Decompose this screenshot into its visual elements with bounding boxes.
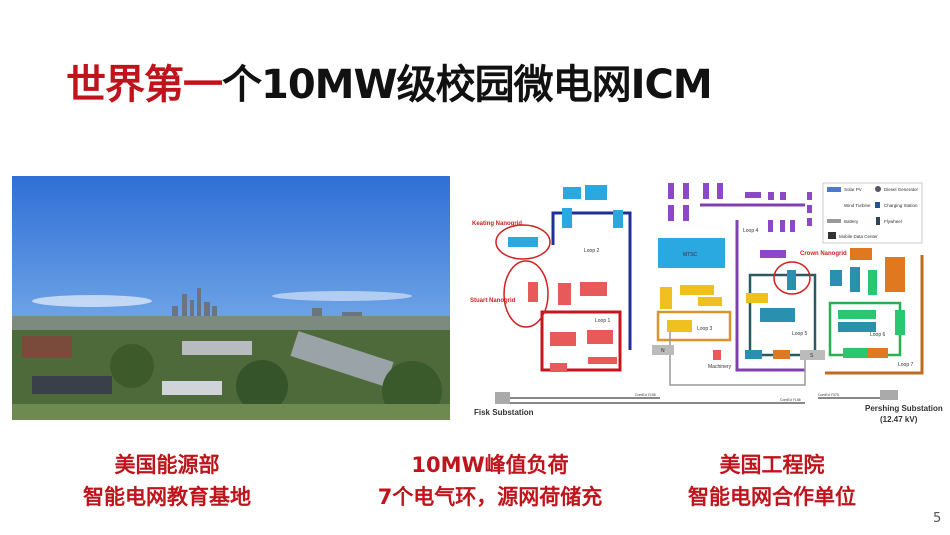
legend-flywheel: Flywheel — [884, 219, 902, 224]
pershing-substation-icon — [880, 390, 898, 400]
microgrid-diagram: Solar PV Diesel Generator Wind Turbine C… — [470, 170, 950, 428]
fisk-substation-label: Fisk Substation — [474, 408, 534, 417]
caption-doe-line2: 智能电网教育基地 — [83, 485, 251, 509]
mtsc-building — [658, 238, 725, 268]
loop-3-line — [656, 310, 732, 342]
loop-6-buildings — [838, 270, 905, 358]
loop-4-line — [700, 203, 805, 372]
title-highlight: 世界第一 — [66, 62, 223, 108]
loop-2-line — [551, 211, 632, 350]
feeder-label-1: ComEd Y156 — [635, 393, 656, 397]
page-number: 5 — [933, 511, 942, 526]
caption-peak-load-line1: 10MW峰值负荷 — [411, 453, 569, 477]
feeder-label-2: ComEd Y156 — [780, 398, 801, 402]
keating-nanogrid-label: Keating Nanogrid — [472, 221, 522, 227]
loop-4-label: Loop 4 — [743, 228, 759, 234]
loop-1-buildings — [528, 282, 721, 372]
loop-2-label: Loop 2 — [584, 248, 600, 254]
legend-mobile-data-center: Mobile Data Center — [839, 234, 878, 239]
loop-2-buildings — [508, 185, 623, 247]
south-switch — [800, 350, 825, 360]
legend-battery: Battery — [844, 219, 859, 224]
north-switch-label: N — [661, 348, 665, 354]
campus-skyline-photo — [12, 176, 450, 420]
caption-peak-load: 10MW峰值负荷 7个电气环，源网荷储充 — [340, 449, 640, 513]
feeder-label-3: ComEd Y375 — [818, 393, 839, 397]
loop-1-line — [540, 310, 622, 372]
fisk-substation-icon — [495, 392, 510, 404]
loop-6-line — [828, 301, 902, 357]
loop-3-label: Loop 3 — [697, 326, 713, 332]
loop-7-buildings — [773, 248, 905, 359]
crown-nanogrid-circle — [773, 261, 811, 295]
stuart-nanogrid-label: Stuart Nanogrid — [470, 298, 516, 304]
legend-charging-station: Charging Station — [884, 203, 918, 208]
south-switch-label: S — [810, 353, 814, 359]
loop-5-buildings — [745, 267, 876, 359]
loop-7-line — [825, 255, 924, 375]
loop-6-label: Loop 6 — [870, 332, 886, 338]
title-rest: 个10MW级校园微电网ICM — [222, 62, 713, 108]
loop-7-label: Loop 7 — [898, 362, 914, 368]
caption-peak-load-line2: 7个电气环，源网荷储充 — [377, 485, 603, 509]
loop-4-buildings — [668, 183, 812, 258]
campus-photo-image — [12, 176, 450, 420]
caption-nae-line2: 智能电网合作单位 — [688, 485, 856, 509]
stuart-nanogrid-circle — [503, 260, 549, 328]
machinery-label: Machinery — [708, 364, 732, 370]
loop-5-label: Loop 5 — [792, 331, 808, 337]
slide-title: 世界第一个10MW级校园微电网ICM — [66, 52, 713, 110]
pershing-substation-label: Pershing Substation — [865, 404, 943, 413]
feeder-lines — [510, 397, 880, 404]
legend-solar-pv: Solar PV — [844, 187, 862, 192]
legend-diesel-generator: Diesel Generator — [884, 187, 919, 192]
caption-nae-line1: 美国工程院 — [719, 453, 825, 477]
loop-3-buildings — [660, 285, 768, 332]
caption-nae: 美国工程院 智能电网合作单位 — [622, 449, 922, 513]
crown-nanogrid-label: Crown Nanogrid — [800, 251, 847, 257]
caption-doe-line1: 美国能源部 — [114, 453, 220, 477]
keating-nanogrid-circle — [495, 224, 551, 260]
caption-doe: 美国能源部 智能电网教育基地 — [17, 449, 317, 513]
loop-1-label: Loop 1 — [595, 318, 611, 324]
legend-wind-turbine: Wind Turbine — [844, 203, 871, 208]
legend: Solar PV Diesel Generator Wind Turbine C… — [822, 182, 923, 244]
mtsc-label: MTSC — [683, 252, 698, 258]
pershing-substation-kv: (12.47 kV) — [880, 415, 918, 424]
north-switch — [652, 345, 674, 355]
